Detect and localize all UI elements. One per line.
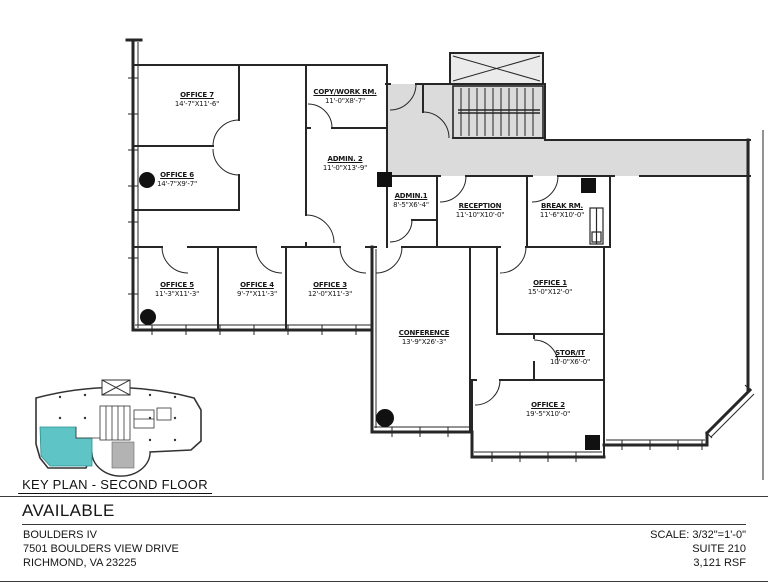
stairs-icon [452, 85, 544, 139]
address-line-2: RICHMOND, VA 23225 [23, 557, 137, 569]
rentable-area: 3,121 RSF [693, 557, 746, 569]
scale-note: SCALE: 3/32"=1'-0" [650, 529, 746, 541]
address-line-1: 7501 BOULDERS VIEW DRIVE [23, 543, 179, 555]
availability-heading: AVAILABLE [22, 501, 115, 520]
columns [377, 172, 600, 450]
footer-divider-line [0, 496, 768, 497]
door-arcs [161, 83, 559, 406]
room-label-copy-work-rm: COPY/WORK RM.11'-0"X8'-7" [313, 88, 377, 105]
key-plan-core-gray [111, 441, 135, 469]
break-room-cabinet [589, 207, 604, 245]
key-plan-title: KEY PLAN - SECOND FLOOR [18, 477, 212, 494]
key-plan [35, 379, 202, 477]
door-dots [139, 172, 394, 427]
building-name: BOULDERS IV [23, 529, 97, 541]
key-plan-core [75, 405, 172, 441]
exterior-wall-inner-lines [135, 42, 764, 480]
window-ticks [128, 77, 703, 462]
key-plan-elevator-icon [101, 379, 131, 396]
suite-number: SUITE 210 [692, 543, 746, 555]
availability-underline [22, 524, 746, 525]
key-plan-column-dots [58, 393, 177, 442]
corridor-area [388, 84, 750, 176]
room-label-break-rm: BREAK RM.11'-6"X10'-0" [539, 202, 585, 219]
sheet-bottom-border [0, 581, 768, 582]
floor-plan-drawing [35, 38, 764, 480]
elevator-icon [449, 52, 544, 85]
exterior-walls [125, 38, 753, 459]
interior-walls [132, 52, 751, 458]
